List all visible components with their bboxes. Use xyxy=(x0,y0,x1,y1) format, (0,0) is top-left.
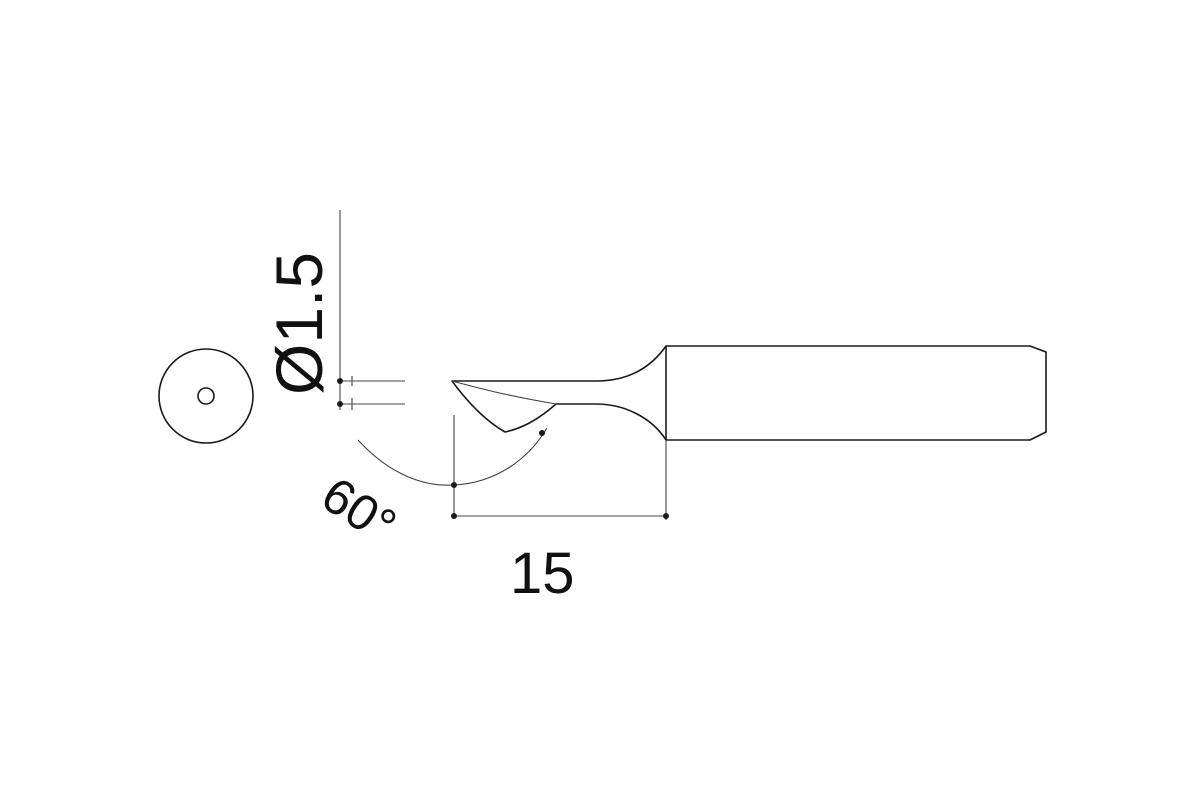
angle-dot-left xyxy=(451,482,457,488)
angle-label: 60° xyxy=(312,466,406,554)
tip-outline xyxy=(451,345,1047,441)
tip-end-inner-circle xyxy=(197,387,215,405)
angle-arc xyxy=(357,427,548,486)
diameter-label: Ø1.5 xyxy=(262,252,336,395)
length-dot-right xyxy=(663,513,669,519)
length-dimension: 15 xyxy=(451,440,669,606)
angle-dimension: 60° xyxy=(312,415,548,554)
length-dot-left xyxy=(451,513,457,519)
diameter-dot-top xyxy=(337,378,343,384)
diameter-dimension: Ø1.5 xyxy=(262,210,405,410)
tip-end-view xyxy=(158,348,254,444)
tip-end-outer-circle xyxy=(158,348,254,444)
angle-dot-right xyxy=(539,430,545,436)
length-label: 15 xyxy=(510,541,575,606)
diameter-dot-bottom xyxy=(337,401,343,407)
bevel-face-line xyxy=(451,380,557,405)
tip-side-profile xyxy=(451,345,1047,441)
